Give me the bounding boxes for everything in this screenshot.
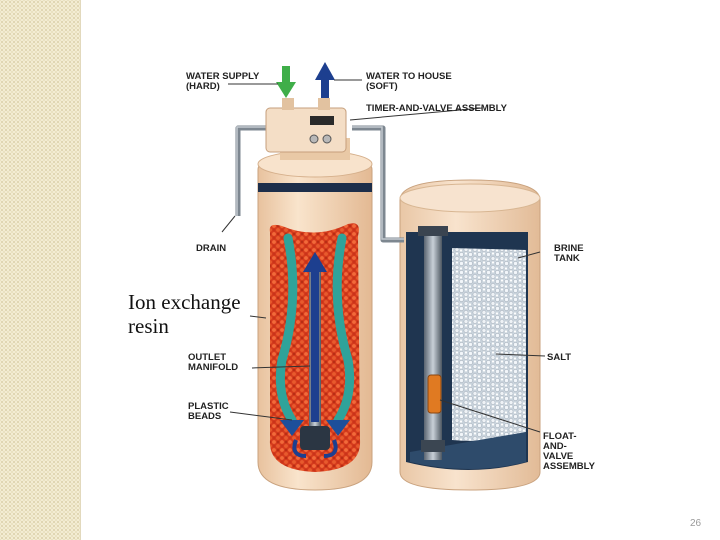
water-to-house-arrow [315,62,335,98]
label-float-valve: FLOAT- AND- VALVE ASSEMBLY [543,431,595,472]
label-outlet-manifold: OUTLET MANIFOLD [188,352,239,373]
label-plastic-beads: PLASTIC BEADS [188,401,229,422]
inflow-arrows [275,233,355,425]
page-number: 26 [690,518,702,529]
pipes [235,125,404,243]
tank-band [258,183,372,192]
timer-valve-assembly [265,98,350,160]
label-brine-tank: BRINE TANK [554,243,584,264]
float-valve-assembly [418,226,448,460]
outlet-manifold [292,252,338,458]
label-water-supply: WATER SUPPLY (HARD) [186,71,260,92]
pipe-highlights [236,126,404,240]
water-supply-arrow [276,66,296,98]
leader-lines [221,79,546,433]
manifold-base [300,426,330,450]
label-salt: SALT [547,352,572,363]
label-drain: DRAIN [196,243,227,254]
salt-pile [452,248,526,441]
decorative-side-strip [0,0,81,540]
inflow-arrowheads [280,420,350,436]
label-timer-valve: TIMER-AND-VALVE ASSEMBLY [366,103,507,114]
label-water-to-house: WATER TO HOUSE (SOFT) [366,71,452,92]
label-ion-exchange-resin: Ion exchange resin [128,290,241,338]
